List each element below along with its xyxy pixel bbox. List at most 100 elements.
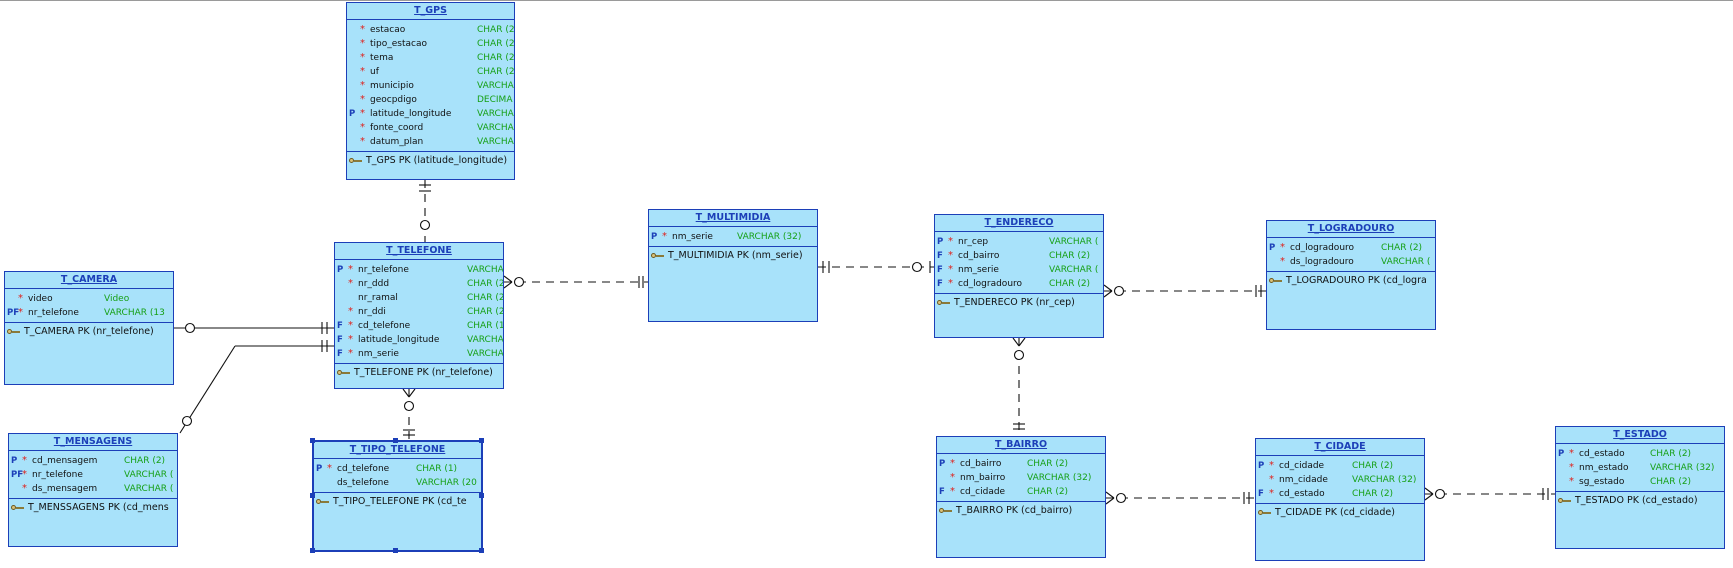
- entity-title: T_ESTADO: [1556, 427, 1724, 444]
- column-name: video: [28, 294, 53, 304]
- column-type: Video: [104, 294, 130, 304]
- column-type: VARCHA: [467, 349, 504, 359]
- key-marker: F: [337, 321, 343, 331]
- mandatory-marker: *: [348, 264, 353, 275]
- entity-title: T_CAMERA: [5, 272, 173, 289]
- column-type: VARCHAR (: [1049, 237, 1099, 247]
- column-type: VARCHAR (13: [104, 308, 165, 318]
- column-name: nr_telefone: [358, 265, 409, 275]
- selection-handle[interactable]: [310, 548, 315, 553]
- key-marker: P: [316, 464, 323, 474]
- selection-handle[interactable]: [479, 438, 484, 443]
- mandatory-marker: *: [348, 334, 353, 345]
- key-icon: [349, 157, 362, 164]
- column-name: nm_cidade: [1279, 475, 1328, 485]
- mandatory-marker: *: [360, 24, 365, 35]
- relationship-line: [402, 388, 410, 398]
- column-type: VARCHAR (32): [737, 232, 802, 242]
- column-row: * video Video: [5, 292, 173, 306]
- primary-key-constraint: T_ESTADO PK (cd_estado): [1556, 492, 1724, 510]
- optional-marker: [403, 400, 415, 412]
- key-marker: P: [1258, 461, 1265, 471]
- column-type: CHAR (2): [1650, 477, 1692, 487]
- mandatory-marker: *: [348, 320, 353, 331]
- selection-handle[interactable]: [310, 438, 315, 443]
- column-type: CHAR (2): [1352, 489, 1394, 499]
- column-type: CHAR (2): [1049, 251, 1091, 261]
- mandatory-marker: *: [360, 52, 365, 63]
- column-name: latitude_longitude: [358, 335, 440, 345]
- key-marker: P: [349, 109, 356, 119]
- column-name: cd_mensagem: [32, 456, 98, 466]
- optional-marker: [513, 276, 525, 288]
- top-divider: [0, 0, 1733, 1]
- column-type: CHAR (2): [1352, 461, 1394, 471]
- selection-handle[interactable]: [310, 493, 315, 498]
- column-name: nm_estado: [1579, 463, 1629, 473]
- column-type: CHAR (2: [467, 307, 504, 317]
- column-name: ds_mensagem: [32, 484, 98, 494]
- selection-handle[interactable]: [393, 438, 398, 443]
- column-name: estacao: [370, 25, 406, 35]
- column-name: cd_logradouro: [958, 279, 1023, 289]
- key-icon: [316, 498, 329, 505]
- key-icon: [11, 504, 24, 511]
- relationship-line: [408, 388, 416, 398]
- mandatory-marker: *: [22, 469, 27, 480]
- key-marker: P: [651, 232, 658, 242]
- column-type: CHAR (1: [467, 321, 504, 331]
- relationship-line: [1424, 493, 1434, 501]
- relationship-line: [1012, 337, 1020, 347]
- mandatory-marker: *: [360, 108, 365, 119]
- column-type: CHAR (2): [1650, 449, 1692, 459]
- column-type: CHAR (2: [477, 67, 515, 77]
- mandatory-marker: *: [18, 293, 23, 304]
- mandatory-marker: *: [22, 483, 27, 494]
- key-icon: [939, 507, 952, 514]
- selection-handle[interactable]: [393, 548, 398, 553]
- column-type: VARCHA: [477, 123, 514, 133]
- column-name: nm_bairro: [960, 473, 1006, 483]
- mandatory-marker: *: [327, 463, 332, 474]
- column-type: VARCHAR (: [124, 484, 174, 494]
- key-marker: P: [937, 237, 944, 247]
- selection-handle[interactable]: [479, 548, 484, 553]
- optional-marker: [1434, 488, 1446, 500]
- column-type: DECIMA: [477, 95, 513, 105]
- column-name: cd_cidade: [960, 487, 1006, 497]
- column-type: VARCHAR (32): [1027, 473, 1092, 483]
- column-type: CHAR (2: [467, 279, 504, 289]
- key-icon: [1258, 509, 1271, 516]
- key-marker: P: [939, 459, 946, 469]
- key-icon: [7, 328, 20, 335]
- relationship-line: [1424, 487, 1434, 495]
- column-name: geocpdigo: [370, 95, 417, 105]
- selection-handle[interactable]: [479, 493, 484, 498]
- column-type: CHAR (2: [477, 25, 515, 35]
- mandatory-marker: *: [360, 94, 365, 105]
